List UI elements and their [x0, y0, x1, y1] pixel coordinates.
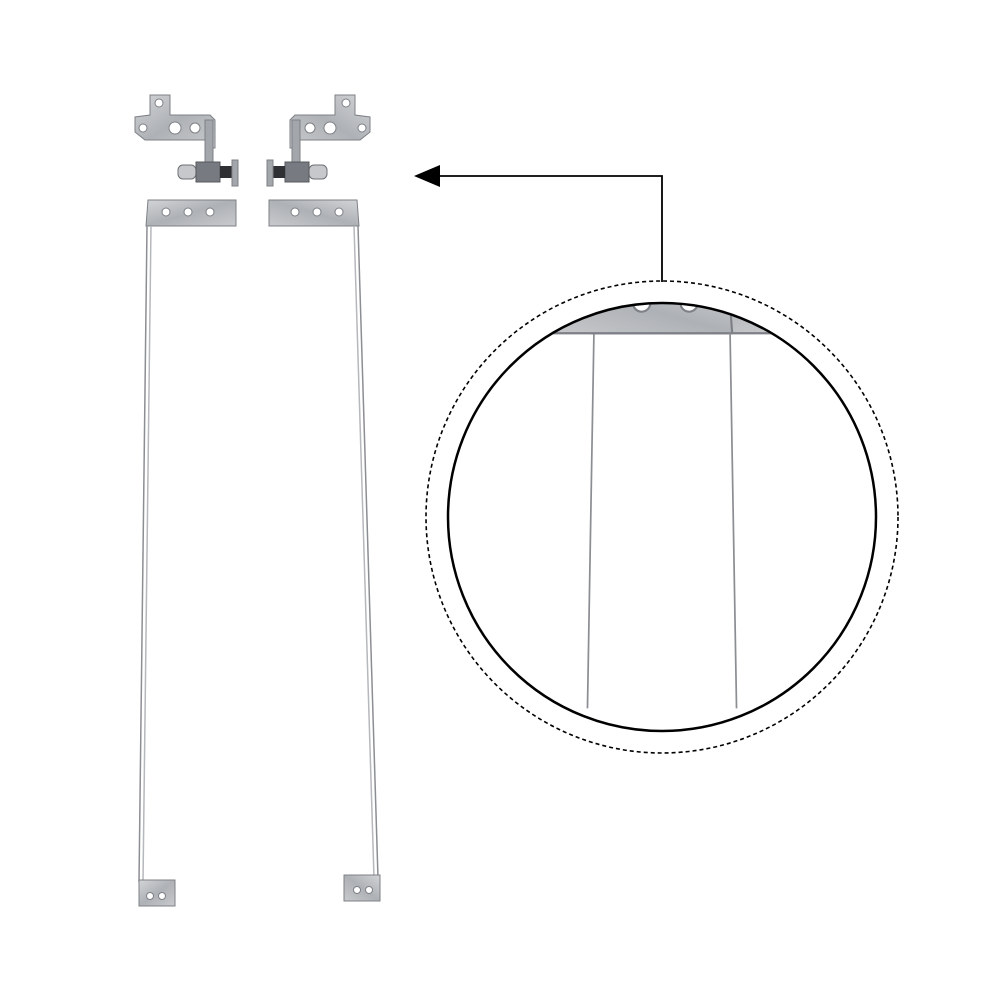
right-hinge	[266, 94, 381, 902]
arrow-left-icon	[414, 165, 440, 187]
magnified-hinges	[532, 304, 792, 709]
callout-arrow	[414, 165, 663, 282]
left-hinge	[134, 94, 239, 907]
left-hinge-tab	[138, 879, 176, 907]
callout-solid-circle	[446, 301, 878, 733]
callout-dashed-circle	[425, 280, 899, 754]
